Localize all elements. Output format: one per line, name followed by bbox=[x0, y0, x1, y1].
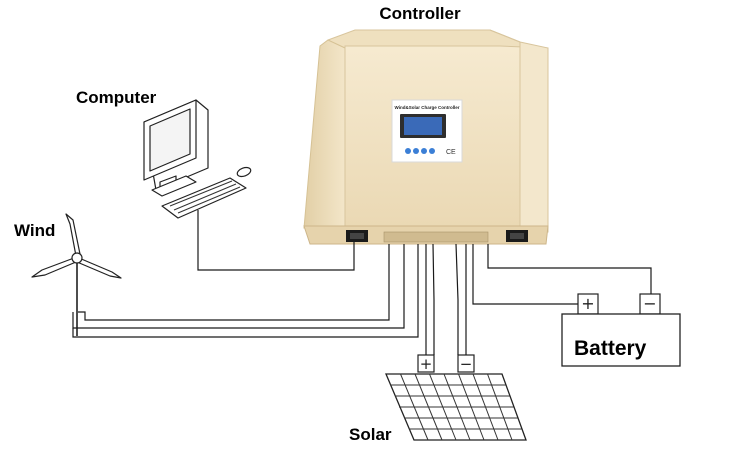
wind-label: Wind bbox=[14, 221, 55, 240]
controller-label: Controller bbox=[379, 4, 461, 23]
wire-solar-negative bbox=[455, 243, 459, 355]
solar-label: Solar bbox=[349, 425, 392, 444]
controller-panel-caption: Wind&Solar Charge Controller bbox=[395, 105, 460, 110]
controller-port-right bbox=[506, 230, 528, 242]
solar-panel-icon: + − bbox=[385, 354, 527, 441]
controller-display-panel: Wind&Solar Charge Controller CE bbox=[391, 99, 463, 163]
solar-negative-sign: − bbox=[460, 355, 473, 373]
ce-mark: CE bbox=[446, 149, 456, 156]
wire-battery-positive bbox=[472, 244, 578, 305]
wind-turbine-icon bbox=[31, 213, 122, 336]
controller-port-left bbox=[346, 230, 368, 242]
wiring bbox=[72, 210, 652, 355]
battery-negative-sign: − bbox=[643, 294, 656, 313]
panel-button-3 bbox=[421, 148, 427, 154]
wire-wind-1 bbox=[78, 244, 390, 321]
computer-icon bbox=[143, 99, 252, 219]
battery-label: Battery bbox=[574, 337, 647, 360]
controller-unit: Wind&Solar Charge Controller CE bbox=[303, 29, 549, 245]
wire-computer-controller bbox=[197, 210, 355, 271]
controller-terminal-block bbox=[383, 231, 489, 243]
wire-wind-3 bbox=[72, 244, 419, 338]
panel-button-4 bbox=[429, 148, 435, 154]
panel-button-2 bbox=[413, 148, 419, 154]
wire-wind-2 bbox=[72, 244, 405, 329]
battery-positive-sign: + bbox=[581, 294, 594, 313]
computer-label: Computer bbox=[76, 88, 157, 107]
wire-battery-negative bbox=[487, 244, 652, 294]
battery-body bbox=[561, 313, 681, 367]
wire-solar-positive-2 bbox=[432, 243, 435, 355]
solar-panel-grid bbox=[390, 373, 522, 441]
panel-button-1 bbox=[405, 148, 411, 154]
solar-positive-sign: + bbox=[420, 355, 433, 373]
battery-icon: + − Battery bbox=[561, 293, 681, 367]
